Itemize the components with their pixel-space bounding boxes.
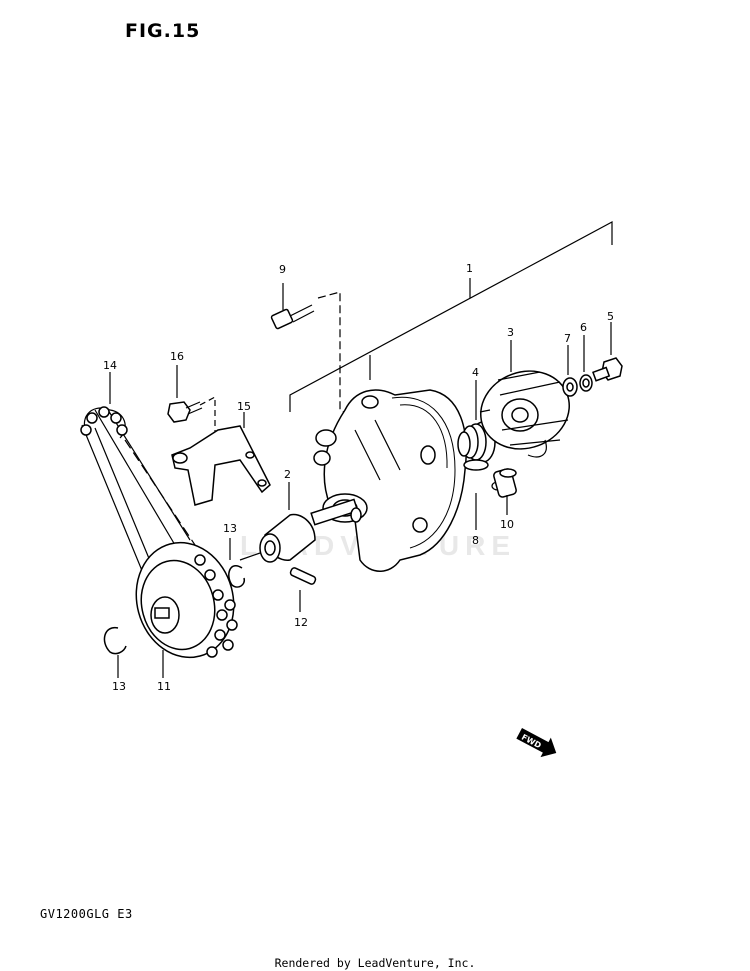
- callout-11: 11: [157, 680, 171, 693]
- callout-6: 6: [580, 321, 587, 334]
- pin-12: [289, 567, 317, 612]
- callout-2: 2: [284, 468, 291, 481]
- callout-16: 16: [170, 350, 184, 363]
- model-code: GV1200GLG E3: [40, 907, 133, 921]
- dowel-10: [493, 468, 517, 515]
- chain-14: [80, 372, 206, 591]
- impeller-3: [479, 340, 570, 458]
- callout-10: 10: [500, 518, 514, 531]
- callout-14: 14: [103, 359, 117, 372]
- callout-labels: 1 2 3 4 5 6 7 8 9 10 11 12 13 13 14 15 1…: [103, 262, 614, 693]
- callout-8: 8: [472, 534, 479, 547]
- shaft-2: [239, 482, 362, 563]
- bolt-5: [592, 322, 623, 382]
- circlip-13a: [228, 538, 246, 588]
- callout-12: 12: [294, 616, 308, 629]
- sprocket-11: [135, 541, 238, 678]
- pump-housing: [313, 389, 467, 572]
- callout-1-bracket: [289, 220, 613, 412]
- callout-5: 5: [607, 310, 614, 323]
- figure-title: FIG.15: [125, 20, 201, 42]
- callout-4: 4: [472, 366, 479, 379]
- washer-6: [579, 335, 593, 392]
- callout-9: 9: [279, 263, 286, 276]
- bolt-9: [270, 283, 356, 419]
- circlip-13b: [103, 627, 127, 678]
- callout-15: 15: [237, 400, 251, 413]
- callout-13-lower: 13: [112, 680, 126, 693]
- render-credit: Rendered by LeadVenture, Inc.: [274, 956, 476, 970]
- bolt-16: [167, 365, 239, 459]
- o-ring-8: [463, 459, 505, 530]
- chain-guide-15: [171, 412, 271, 506]
- callout-3: 3: [507, 326, 514, 339]
- washer-7: [562, 345, 578, 397]
- callout-7: 7: [564, 332, 571, 345]
- callout-13-upper: 13: [223, 522, 237, 535]
- fwd-arrow-icon: FWD: [516, 728, 557, 758]
- callout-1: 1: [466, 262, 473, 275]
